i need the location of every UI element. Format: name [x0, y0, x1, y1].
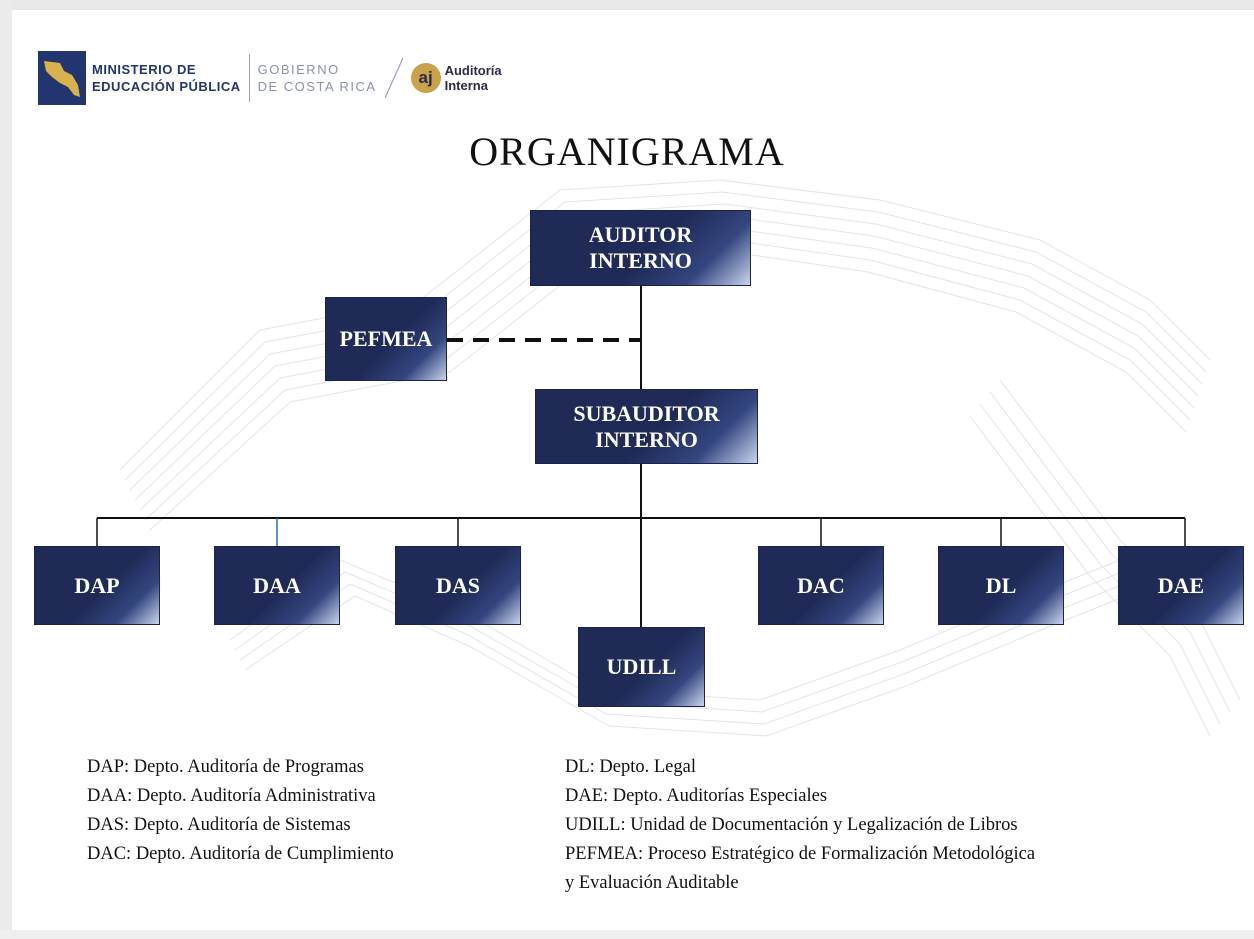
- box-das-label: DAS: [435, 572, 480, 598]
- frame-left-border: [0, 0, 12, 939]
- box-dept-daa: DAA: [214, 546, 340, 625]
- slash-divider: [379, 54, 409, 102]
- legend-item: DAS: Depto. Auditoría de Sistemas: [87, 815, 351, 835]
- logo-divider: [248, 54, 250, 102]
- ministry-line1: MINISTERIO DE: [92, 62, 197, 77]
- box-auditor-interno: AUDITOR INTERNO: [530, 210, 751, 286]
- legend-item: DAE: Depto. Auditorías Especiales: [565, 786, 828, 806]
- box-dept-dac: DAC: [758, 546, 884, 625]
- box-dac-label: DAC: [797, 572, 845, 598]
- legend-item: PEFMEA: Proceso Estratégico de Formaliza…: [565, 844, 1036, 864]
- auditoria-line1: Auditoría: [444, 63, 502, 78]
- box-daa-label: DAA: [253, 572, 301, 598]
- gobierno-line2: DE COSTA RICA: [257, 79, 377, 94]
- legend-item: y Evaluación Auditable: [565, 873, 739, 893]
- box-auditor-label: AUDITOR INTERNO: [588, 222, 693, 273]
- gobierno-line1: GOBIERNO: [257, 62, 340, 77]
- legend-item: UDILL: Unidad de Documentación y Legaliz…: [565, 815, 1018, 835]
- frame-bottom-border: [0, 930, 1254, 939]
- frame-top-border: [0, 0, 1254, 10]
- box-pefmea: PEFMEA: [325, 297, 447, 381]
- box-pefmea-label: PEFMEA: [339, 326, 433, 351]
- box-udill-label: UDILL: [606, 654, 677, 679]
- box-dept-dap: DAP: [34, 546, 160, 625]
- ministry-name: MINISTERIO DE EDUCACIÓN PÚBLICA: [92, 61, 241, 95]
- box-subauditor-interno: SUBAUDITOR INTERNO: [535, 389, 758, 464]
- box-dae-label: DAE: [1157, 572, 1205, 598]
- box-subauditor-label: SUBAUDITOR INTERNO: [573, 400, 720, 452]
- legend-item: DAA: Depto. Auditoría Administrativa: [87, 786, 376, 806]
- ministry-line2: EDUCACIÓN PÚBLICA: [92, 79, 241, 94]
- box-dept-dl: DL: [938, 546, 1064, 625]
- box-dept-das: DAS: [395, 546, 521, 625]
- auditoria-name: Auditoría Interna: [445, 63, 502, 93]
- mep-logo-icon: [38, 51, 86, 105]
- legend-item: DAC: Depto. Auditoría de Cumplimiento: [87, 844, 394, 864]
- box-dl-label: DL: [985, 572, 1017, 598]
- box-dap-label: DAP: [74, 572, 120, 598]
- legend-left: DAP: Depto. Auditoría de Programas DAA: …: [87, 753, 394, 869]
- box-dept-dae: DAE: [1118, 546, 1244, 625]
- legend-item: DL: Depto. Legal: [565, 757, 696, 777]
- legend-right: DL: Depto. Legal DAE: Depto. Auditorías …: [565, 753, 1035, 898]
- header-logos: MINISTERIO DE EDUCACIÓN PÚBLICA GOBIERNO…: [38, 48, 502, 108]
- legend-item: DAP: Depto. Auditoría de Programas: [87, 757, 364, 777]
- auditoria-line2: Interna: [444, 78, 488, 93]
- box-udill: UDILL: [578, 627, 705, 707]
- gobierno-name: GOBIERNO DE COSTA RICA: [258, 61, 377, 95]
- page-title: ORGANIGRAMA: [469, 129, 785, 174]
- auditoria-logo-icon: aj: [410, 63, 441, 93]
